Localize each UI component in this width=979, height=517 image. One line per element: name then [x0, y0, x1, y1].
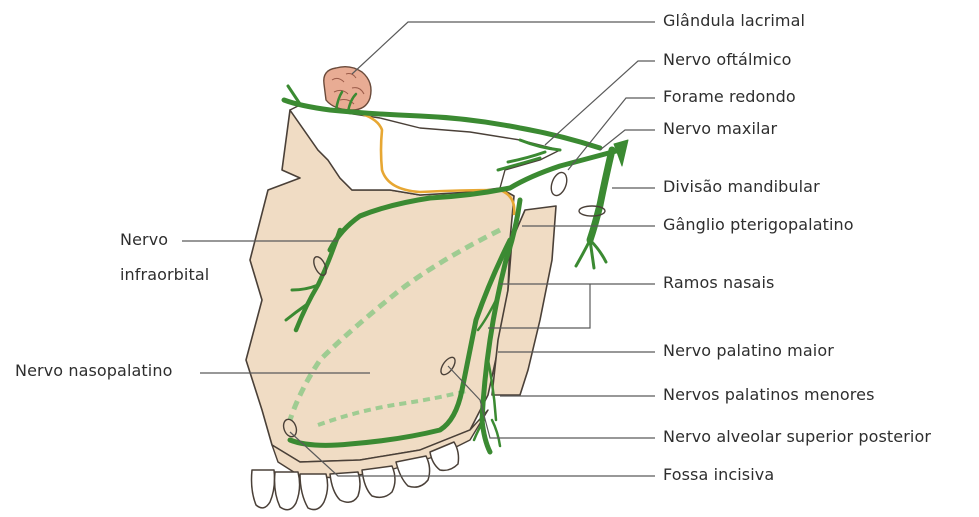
label-nervo-nasopalatino: Nervo nasopalatino: [15, 362, 172, 380]
label-ganglio-pterigopalatino: Gânglio pterigopalatino: [663, 216, 854, 234]
label-divisao-mandibular: Divisão mandibular: [663, 178, 820, 196]
tooth: [300, 474, 328, 510]
label-nervo-alveolar-superior-posterior: Nervo alveolar superior posterior: [663, 428, 931, 446]
tooth: [275, 472, 300, 510]
label-nervo-maxilar: Nervo maxilar: [663, 120, 777, 138]
label-nervo-oftalmico: Nervo oftálmico: [663, 51, 792, 69]
tooth: [396, 456, 430, 487]
label-nervo-palatino-maior: Nervo palatino maior: [663, 342, 834, 360]
label-ramos-nasais: Ramos nasais: [663, 274, 774, 292]
leader-glandula-lacrimal: [352, 22, 655, 74]
label-nervo-infraorbital-line2: infraorbital: [120, 266, 209, 284]
label-nervos-palatinos-menores: Nervos palatinos menores: [663, 386, 875, 404]
lacrimal-gland: [324, 67, 371, 110]
label-glandula-lacrimal: Glândula lacrimal: [663, 12, 805, 30]
label-fossa-incisiva: Fossa incisiva: [663, 466, 774, 484]
tooth: [252, 470, 275, 508]
tooth: [362, 466, 395, 497]
leader-nervo-oftalmico: [545, 61, 655, 145]
label-forame-redondo: Forame redondo: [663, 88, 796, 106]
label-nervo-infraorbital-line1: Nervo: [120, 231, 168, 249]
